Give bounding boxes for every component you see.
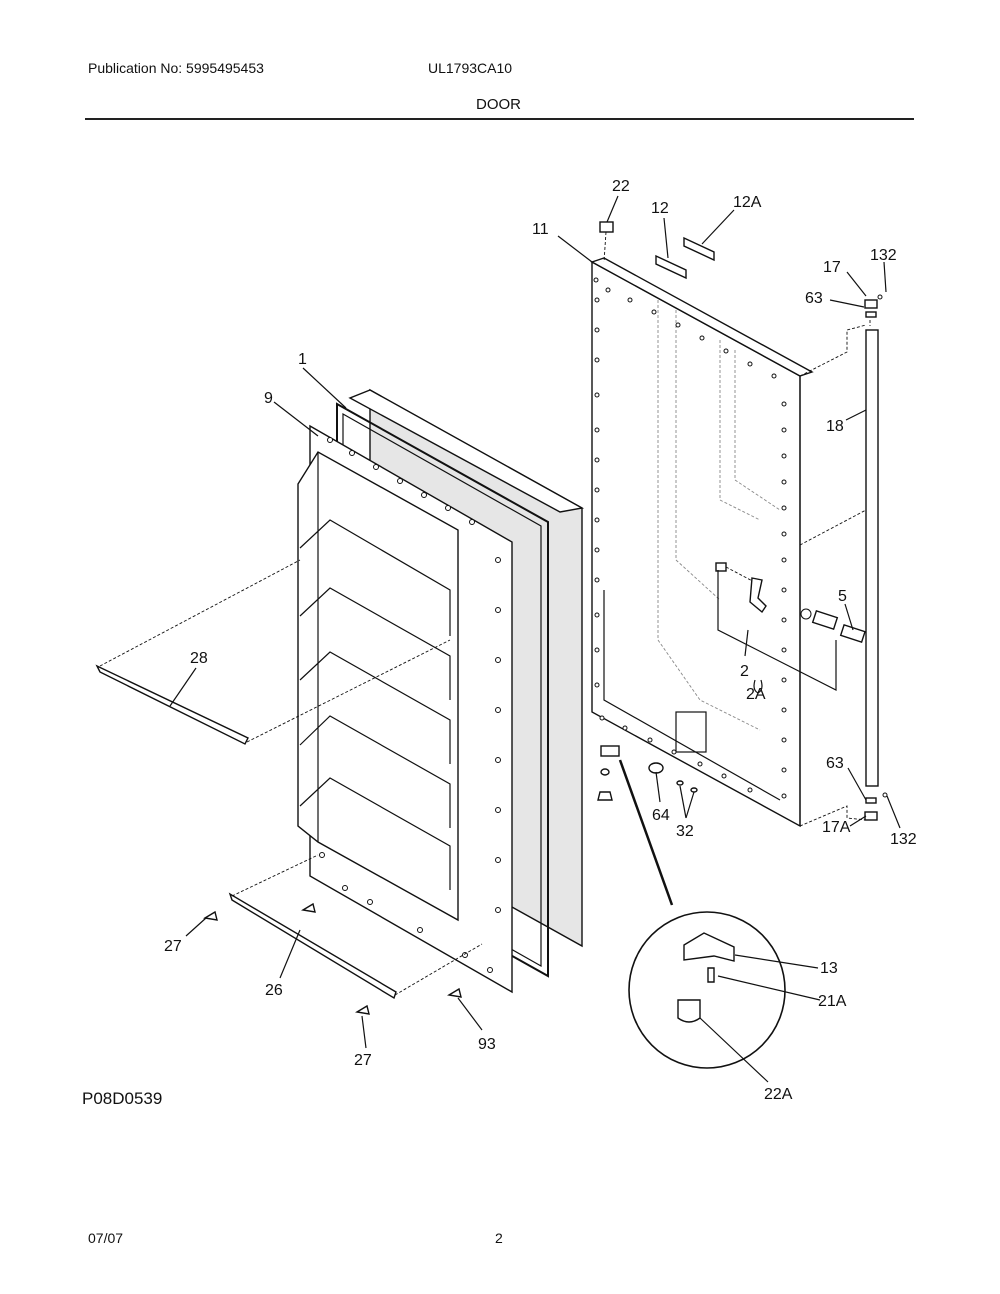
diagram-code: P08D0539 — [82, 1089, 162, 1108]
handle-hardware — [715, 562, 866, 694]
header-divider — [85, 118, 914, 120]
callout-5: 5 — [838, 588, 847, 605]
trim-28 — [95, 559, 451, 745]
callout-12a: 12A — [733, 194, 762, 211]
hinge-cap-top — [864, 299, 878, 309]
callout-27-left: 27 — [164, 938, 182, 955]
callout-18: 18 — [826, 418, 844, 435]
callout-12: 12 — [651, 200, 669, 217]
hinge-rod — [799, 294, 888, 827]
hinge-cap-bottom — [864, 811, 878, 821]
callout-93: 93 — [478, 1036, 496, 1053]
callout-2: 2 — [740, 663, 749, 680]
model-number: UL1793CA10 — [428, 60, 513, 76]
publication-number: Publication No: 5995495453 — [88, 60, 264, 76]
callout-9: 9 — [264, 390, 273, 407]
footer-date: 07/07 — [88, 1230, 124, 1246]
callout-13: 13 — [820, 960, 838, 977]
leader-lines — [169, 195, 901, 1083]
callout-22a: 22A — [764, 1086, 793, 1103]
callout-27-bottom: 27 — [354, 1052, 372, 1069]
section-title: DOOR — [476, 96, 521, 113]
door-liner — [297, 424, 513, 994]
callout-132-top: 132 — [870, 247, 897, 264]
outer-door-panel — [590, 257, 814, 828]
callout-1: 1 — [298, 351, 307, 368]
callout-63-bottom: 63 — [826, 755, 844, 772]
page-number: 2 — [495, 1230, 503, 1246]
callout-132-bottom: 132 — [890, 831, 917, 848]
callout-63-top: 63 — [805, 290, 823, 307]
callout-2a: 2A — [746, 686, 766, 703]
callout-22: 22 — [612, 178, 630, 195]
bottom-hardware — [597, 745, 698, 906]
callout-26: 26 — [265, 982, 283, 999]
callout-21a: 21A — [818, 993, 847, 1010]
callout-11: 11 — [532, 221, 549, 238]
callout-32: 32 — [676, 823, 694, 840]
callout-28: 28 — [190, 650, 208, 667]
callout-17a: 17A — [822, 819, 851, 836]
trim-26 — [203, 854, 483, 1015]
detail-inset — [628, 911, 786, 1069]
callout-64: 64 — [652, 807, 670, 824]
callout-labels: 22 12 12A 11 17 132 63 18 5 2 2A 63 17A … — [82, 178, 917, 1108]
callout-17: 17 — [823, 259, 841, 276]
